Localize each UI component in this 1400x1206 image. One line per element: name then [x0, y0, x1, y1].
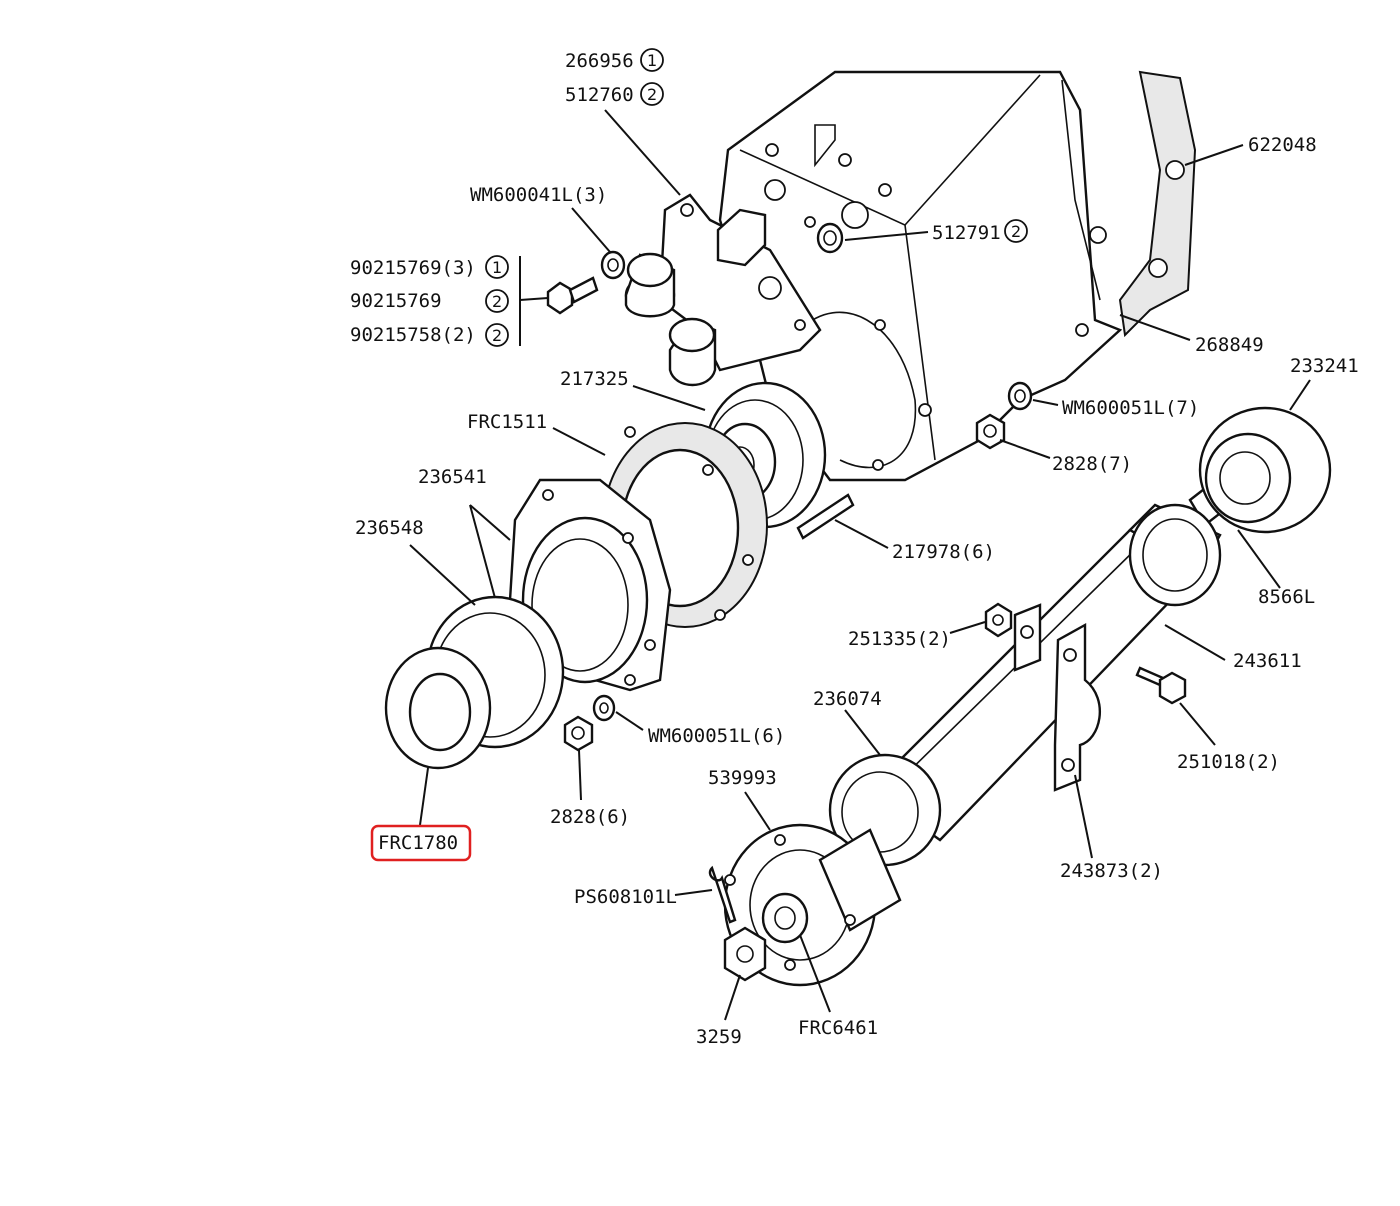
label-268849: 268849 — [1195, 334, 1264, 356]
label-236541: 236541 — [418, 466, 487, 488]
nut-251335 — [984, 602, 1013, 638]
split-pin-PS608101L — [708, 865, 737, 924]
bolt-251018 — [1135, 666, 1187, 705]
gear-8566L — [1128, 503, 1222, 607]
label-FRC6461: FRC6461 — [798, 1017, 878, 1039]
label-FRC1511: FRC1511 — [467, 411, 547, 433]
label-266956-marker: 1 — [647, 51, 657, 70]
label-2828-6: 2828(6) — [550, 806, 630, 828]
washer-FRC6461 — [761, 892, 809, 944]
label-2828-7: 2828(7) — [1052, 453, 1132, 475]
label-251018: 251018(2) — [1177, 751, 1280, 773]
label-539993: 539993 — [708, 767, 777, 789]
label-8566L: 8566L — [1258, 586, 1315, 608]
label-217978: 217978(6) — [892, 541, 995, 563]
seal-FRC1780 — [384, 646, 492, 770]
nut-2828-7 — [975, 413, 1006, 450]
label-90215769: 90215769 — [350, 290, 442, 312]
part-labels: 266956 1 512760 2 622048 WM600041L(3) 51… — [350, 48, 1359, 1048]
bracket-251335 — [1013, 603, 1042, 672]
label-622048: 622048 — [1248, 134, 1317, 156]
label-90215769-3: 90215769(3) — [350, 257, 476, 279]
label-266956: 266956 — [565, 50, 634, 72]
label-90215769-3-marker: 1 — [492, 258, 502, 277]
bolt-90215769 — [546, 276, 599, 315]
nut-2828-6 — [563, 715, 594, 752]
label-3259: 3259 — [696, 1026, 742, 1048]
highlight-box-FRC1780 — [370, 824, 472, 862]
leader-lines — [409, 109, 1311, 1021]
bracket-243873 — [1053, 622, 1101, 792]
label-512760: 512760 — [565, 84, 634, 106]
label-90215769-marker: 2 — [492, 292, 502, 311]
label-WM600051L-6: WM600051L(6) — [648, 725, 785, 747]
washer-WM600051L-6 — [592, 694, 616, 722]
coupling-233241 — [1198, 406, 1332, 534]
label-90215758: 90215758(2) — [350, 324, 476, 346]
label-243873: 243873(2) — [1060, 860, 1163, 882]
castle-nut-3259 — [723, 926, 767, 982]
label-236074: 236074 — [813, 688, 882, 710]
washer-WM600051L-7 — [1007, 381, 1033, 411]
label-90215758-marker: 2 — [492, 326, 502, 345]
label-WM600041L: WM600041L(3) — [470, 184, 607, 206]
label-512791: 512791 — [932, 222, 1001, 244]
label-236548: 236548 — [355, 517, 424, 539]
label-233241: 233241 — [1290, 355, 1359, 377]
label-WM600051L-7: WM600051L(7) — [1062, 397, 1199, 419]
label-243611: 243611 — [1233, 650, 1302, 672]
label-PS608101L: PS608101L — [574, 886, 677, 908]
label-217325: 217325 — [560, 368, 629, 390]
label-251335: 251335(2) — [848, 628, 951, 650]
gasket-622048 — [1118, 70, 1197, 338]
label-512760-marker: 2 — [647, 85, 657, 104]
bracket-266956 — [624, 193, 822, 387]
label-FRC1780: FRC1780 — [378, 832, 458, 854]
washer-512791 — [816, 222, 844, 254]
washer-WM600041L — [600, 250, 626, 280]
label-512791-marker: 2 — [1011, 222, 1021, 241]
stud-217978 — [796, 493, 855, 540]
